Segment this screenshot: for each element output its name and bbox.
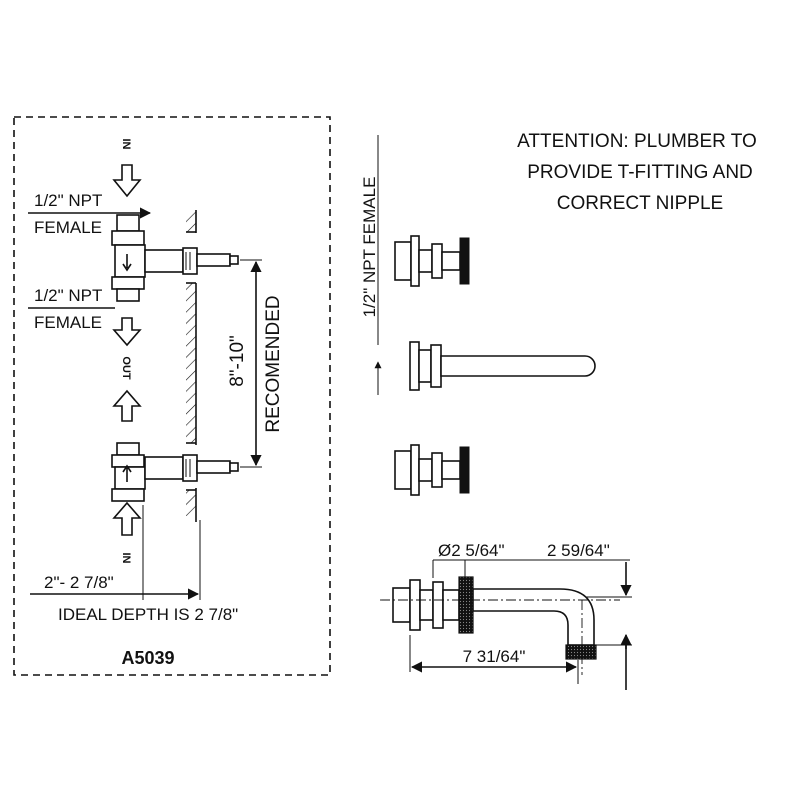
attention-line-2: PROVIDE T-FITTING AND — [527, 162, 753, 183]
attention-line-1: ATTENTION: PLUMBER TO — [517, 131, 757, 152]
spout-height-dimension: 2 59/64" — [547, 541, 610, 560]
dashed-boundary — [13, 116, 331, 676]
depth-range-dimension: 2"- 2 7/8" — [44, 573, 114, 592]
bottom-valve-body — [111, 442, 239, 502]
flow-arrow-out-up — [112, 389, 142, 422]
model-number: A5039 — [121, 648, 174, 668]
flow-label-out: OUT — [120, 356, 132, 380]
npt-female-vertical-label: 1/2" NPT FEMALE — [360, 177, 379, 318]
flow-arrow-in-top — [112, 164, 142, 198]
side-view: Ø2 5/64" 2 59/64" 7 31/64" — [380, 541, 632, 690]
spacing-dimension: 8"-10" — [227, 335, 248, 387]
flow-label-in-bottom: IN — [120, 553, 132, 564]
npt-mid-line-1: 1/2" NPT — [34, 286, 102, 305]
ideal-depth-note: IDEAL DEPTH IS 2 7/8" — [58, 605, 238, 624]
npt-top-line-2: FEMALE — [34, 218, 102, 237]
npt-mid-line-2: FEMALE — [34, 313, 102, 332]
front-spout — [409, 341, 596, 391]
wall — [186, 210, 197, 522]
front-handle-top — [394, 235, 470, 287]
flow-arrow-out-down — [112, 317, 142, 347]
flow-label-in-top: IN — [120, 139, 132, 150]
rough-in-valve-diagram: IN OUT IN 1/2" NPT FEMALE 1/2" NPT FEMAL… — [13, 116, 331, 676]
attention-line-3: CORRECT NIPPLE — [557, 193, 723, 214]
front-handle-bottom — [394, 444, 470, 496]
spout-diameter-dimension: Ø2 5/64" — [438, 541, 505, 560]
spout-length-dimension: 7 31/64" — [463, 647, 526, 666]
top-valve-body — [111, 214, 239, 302]
front-view: 1/2" NPT FEMALE — [360, 135, 596, 496]
npt-top-line-1: 1/2" NPT — [34, 191, 102, 210]
spacing-note: RECOMENDED — [263, 295, 284, 432]
attention-note: ATTENTION: PLUMBER TO PROVIDE T-FITTING … — [517, 131, 757, 214]
flow-arrow-in-bottom — [112, 501, 142, 536]
